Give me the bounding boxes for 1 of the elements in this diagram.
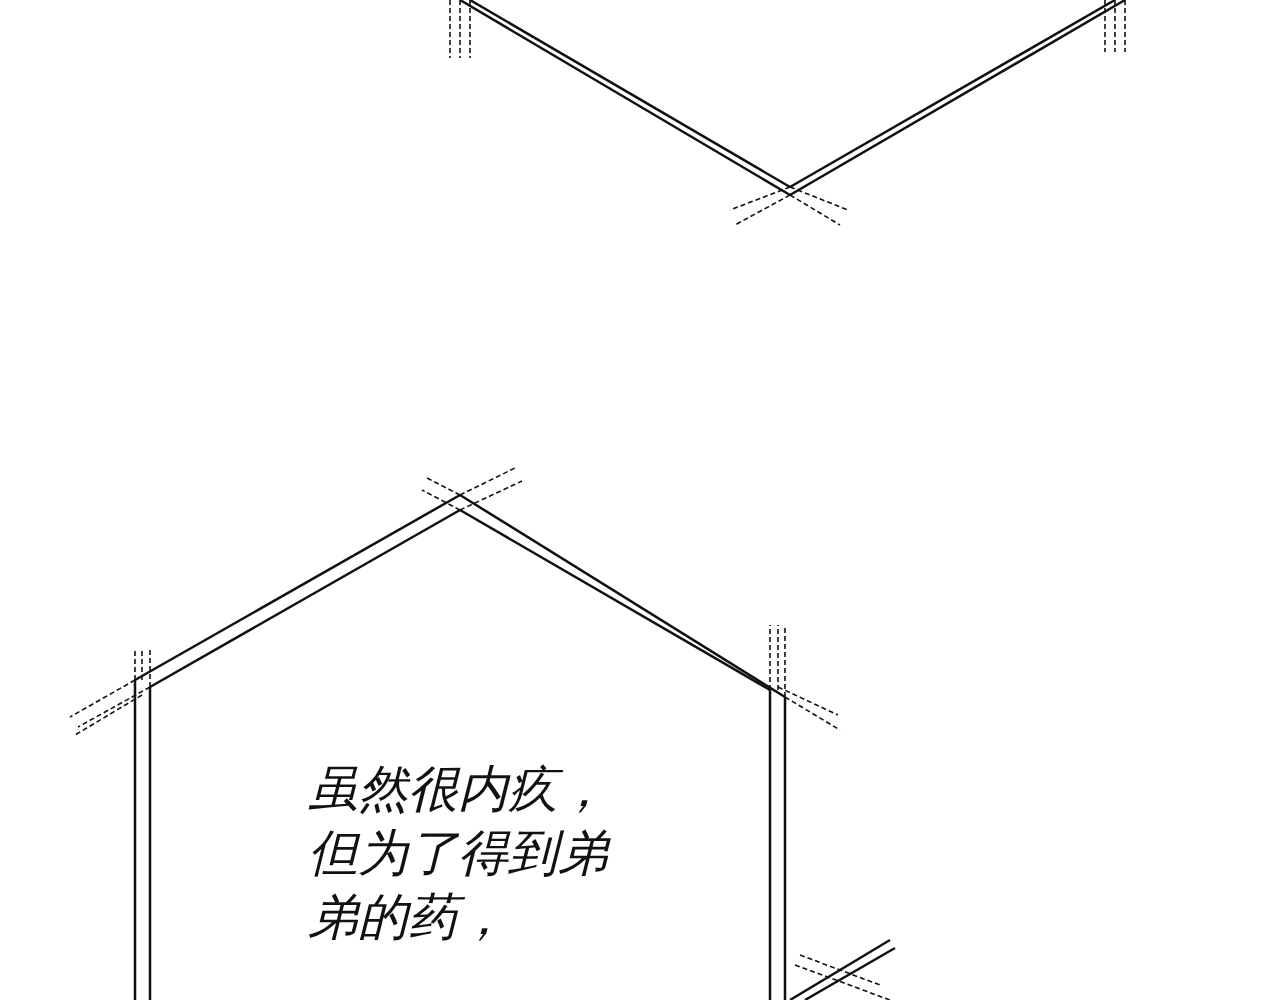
caption-text: 虽然很内疚，但为了得到弟弟的药， [308,757,638,949]
